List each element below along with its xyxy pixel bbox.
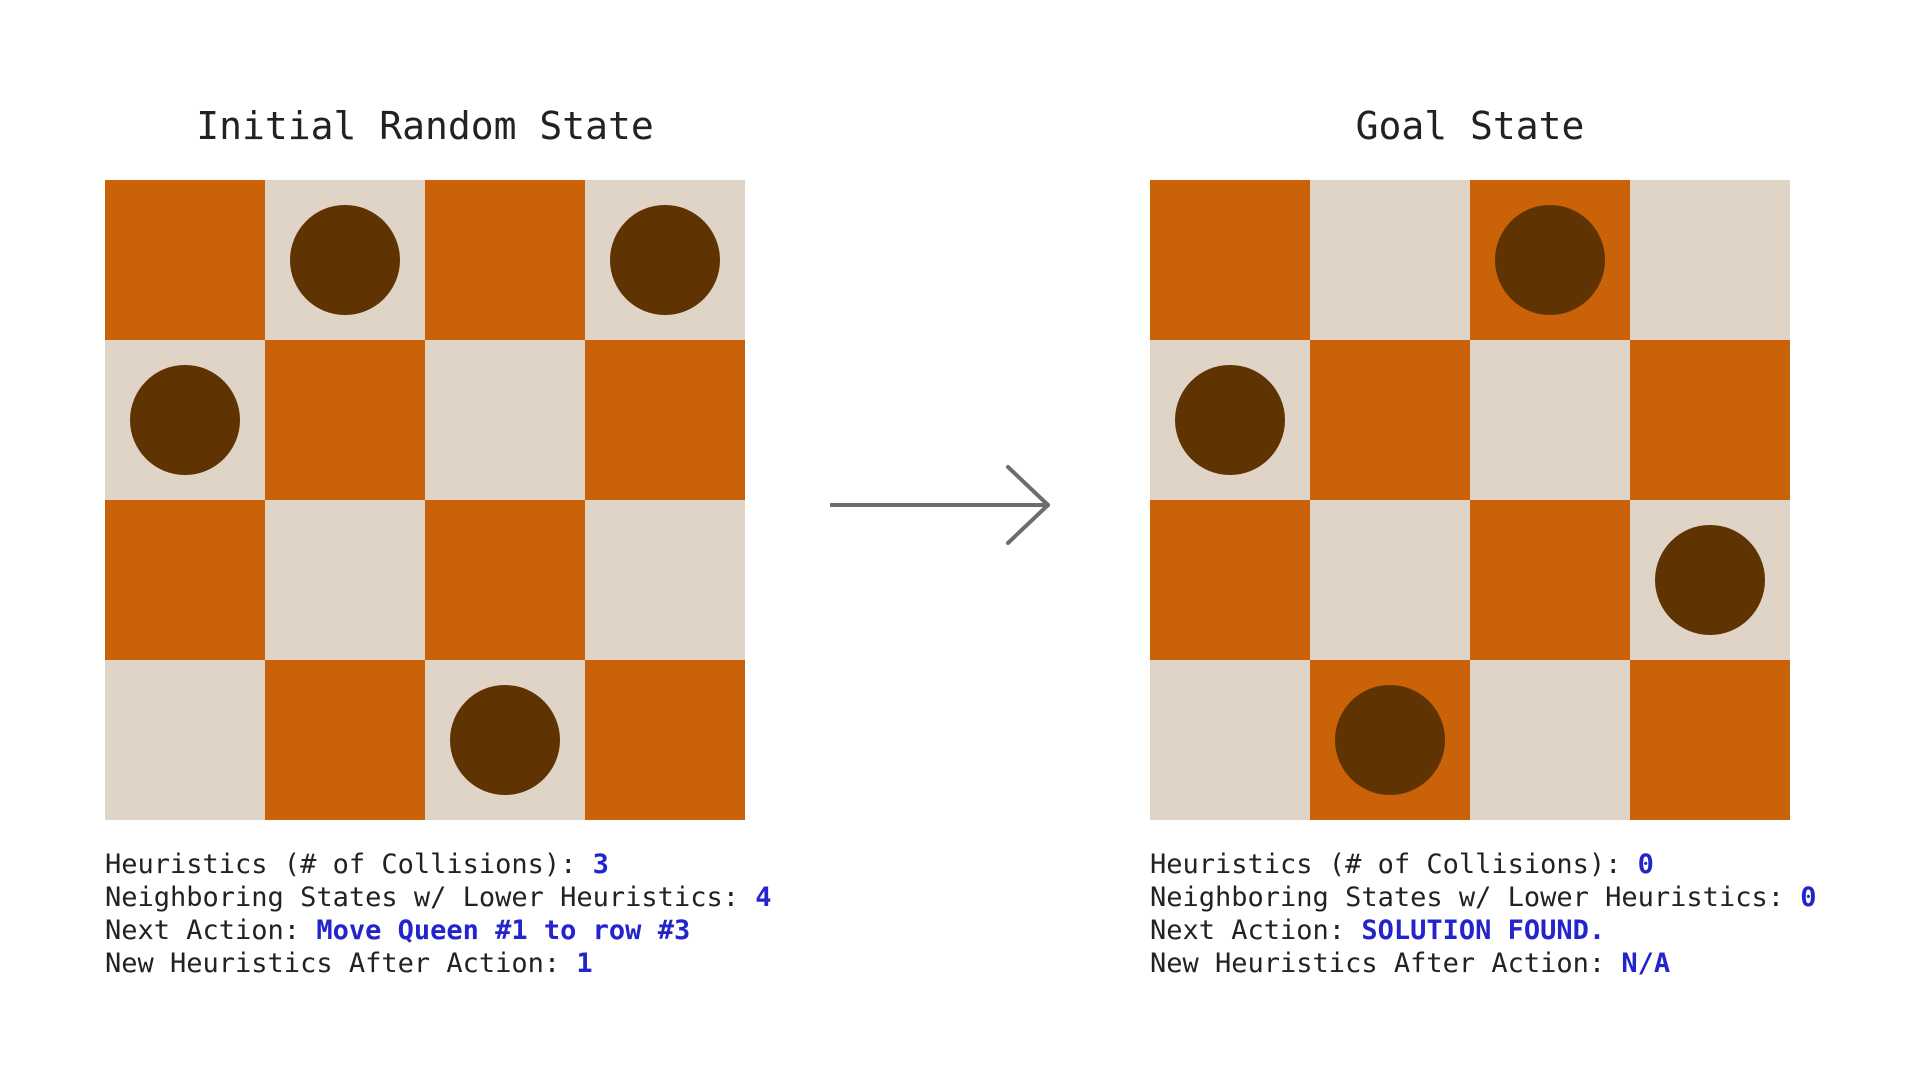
stat-label: Neighboring States w/ Lower Heuristics:: [1150, 882, 1801, 913]
board-square: [425, 180, 585, 340]
board-square: [1310, 180, 1470, 340]
board-square: [1470, 180, 1630, 340]
board-square: [105, 180, 265, 340]
stat-new-heuristics: New Heuristics After Action: 1: [105, 947, 925, 980]
stat-label: Heuristics (# of Collisions):: [105, 849, 593, 880]
stat-label: Neighboring States w/ Lower Heuristics:: [105, 882, 756, 913]
board-square: [1470, 340, 1630, 500]
stat-neighbors: Neighboring States w/ Lower Heuristics: …: [1150, 881, 1920, 914]
queen-piece: [290, 205, 400, 315]
queen-piece: [610, 205, 720, 315]
initial-state-board: [105, 180, 745, 820]
stat-next-action: Next Action: SOLUTION FOUND.: [1150, 914, 1920, 947]
board-square: [585, 180, 745, 340]
stat-label: Next Action:: [105, 915, 317, 946]
stat-value: N/A: [1621, 948, 1671, 979]
board-square: [1470, 660, 1630, 820]
board-square: [425, 340, 585, 500]
stat-label: New Heuristics After Action:: [1150, 948, 1622, 979]
board-square: [105, 660, 265, 820]
initial-state-stats: Heuristics (# of Collisions): 3 Neighbor…: [105, 848, 925, 980]
stat-label: Heuristics (# of Collisions):: [1150, 849, 1638, 880]
board-square: [265, 660, 425, 820]
board-square: [1310, 660, 1470, 820]
arrow-head: [1006, 465, 1050, 545]
board-square: [425, 660, 585, 820]
board-square: [1630, 500, 1790, 660]
stat-neighbors: Neighboring States w/ Lower Heuristics: …: [105, 881, 925, 914]
board-square: [265, 500, 425, 660]
stat-label: Next Action:: [1150, 915, 1362, 946]
goal-state-board: [1150, 180, 1790, 820]
stat-next-action: Next Action: Move Queen #1 to row #3: [105, 914, 925, 947]
queen-piece: [130, 365, 240, 475]
stat-label: New Heuristics After Action:: [105, 948, 577, 979]
board-square: [1150, 340, 1310, 500]
queen-piece: [450, 685, 560, 795]
initial-state-title: Initial Random State: [196, 104, 654, 148]
stat-value: 1: [576, 948, 593, 979]
goal-state-title: Goal State: [1355, 104, 1585, 148]
stat-value: SOLUTION FOUND.: [1361, 915, 1606, 946]
stat-value: 3: [592, 849, 609, 880]
board-square: [105, 340, 265, 500]
queen-piece: [1495, 205, 1605, 315]
board-square: [1630, 180, 1790, 340]
board-square: [1150, 660, 1310, 820]
board-square: [1630, 340, 1790, 500]
board-square: [585, 340, 745, 500]
board-square: [585, 660, 745, 820]
stat-value: 4: [755, 882, 772, 913]
board-square: [265, 180, 425, 340]
stat-value: Move Queen #1 to row #3: [316, 915, 691, 946]
board-square: [1310, 500, 1470, 660]
board-square: [1150, 180, 1310, 340]
stat-heuristics: Heuristics (# of Collisions): 3: [105, 848, 925, 881]
board-square: [1150, 500, 1310, 660]
board-square: [425, 500, 585, 660]
board-square: [105, 500, 265, 660]
stat-new-heuristics: New Heuristics After Action: N/A: [1150, 947, 1920, 980]
stat-value: 0: [1800, 882, 1817, 913]
stat-value: 0: [1637, 849, 1654, 880]
board-square: [1630, 660, 1790, 820]
board-square: [265, 340, 425, 500]
board-square: [585, 500, 745, 660]
queen-piece: [1175, 365, 1285, 475]
board-square: [1470, 500, 1630, 660]
queen-piece: [1655, 525, 1765, 635]
stat-heuristics: Heuristics (# of Collisions): 0: [1150, 848, 1920, 881]
right-arrow-icon: [830, 465, 1050, 545]
goal-state-stats: Heuristics (# of Collisions): 0 Neighbor…: [1150, 848, 1920, 980]
queen-piece: [1335, 685, 1445, 795]
board-square: [1310, 340, 1470, 500]
